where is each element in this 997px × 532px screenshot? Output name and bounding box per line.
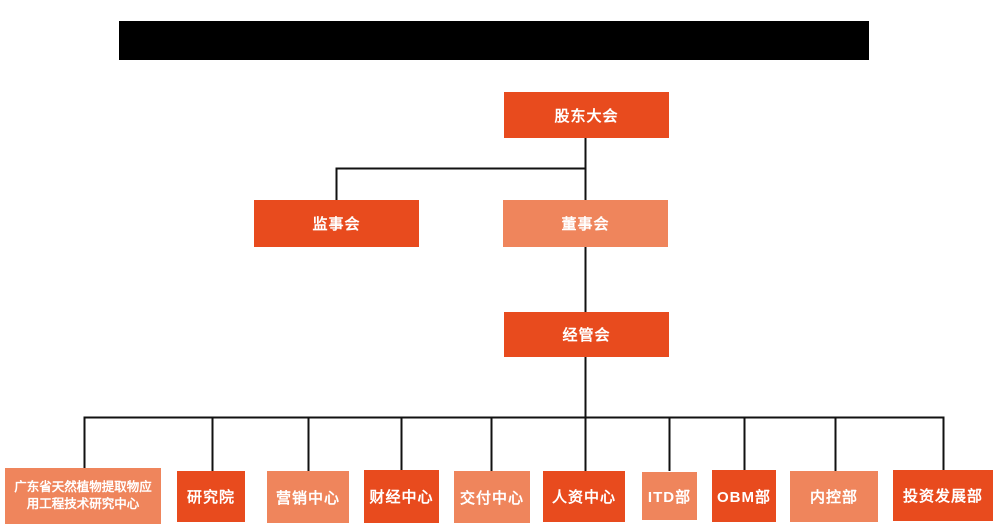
org-node-supervisory-board: 监事会 — [254, 200, 419, 247]
org-node-itd-dept: ITD部 — [642, 472, 697, 520]
redacted-title-bar — [119, 21, 869, 60]
org-node-marketing-center: 营销中心 — [267, 471, 349, 523]
org-node-delivery-center: 交付中心 — [454, 471, 530, 523]
org-node-obm-dept: OBM部 — [712, 470, 776, 522]
org-node-finance-center: 财经中心 — [364, 470, 439, 523]
org-node-investment-dev-dept: 投资发展部 — [893, 470, 993, 521]
org-node-shareholders: 股东大会 — [504, 92, 669, 138]
org-node-management-committee: 经管会 — [504, 312, 669, 357]
org-node-hr-center: 人资中心 — [543, 471, 625, 522]
org-node-board-of-directors: 董事会 — [503, 200, 668, 247]
org-node-gd-research-center: 广东省天然植物提取物应用工程技术研究中心 — [5, 468, 161, 524]
org-node-research-institute: 研究院 — [177, 471, 245, 522]
org-node-internal-control-dept: 内控部 — [790, 471, 878, 522]
